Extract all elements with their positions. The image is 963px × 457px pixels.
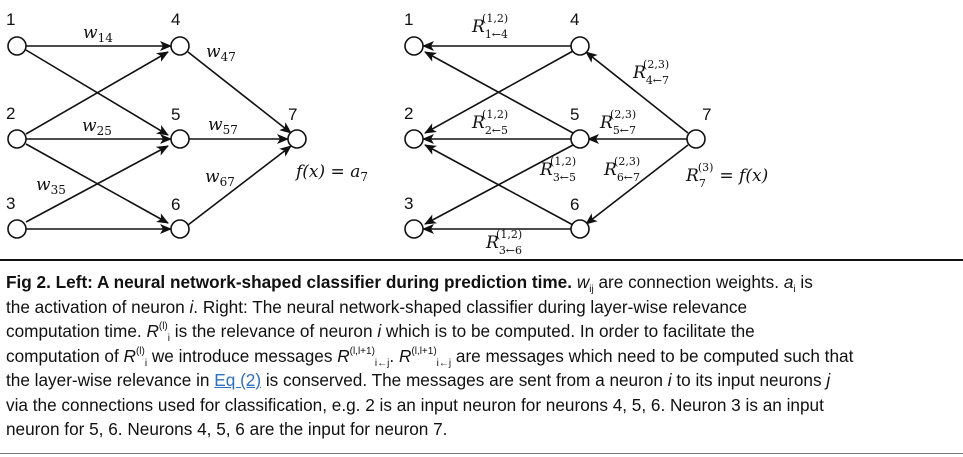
figure-svg: 1 2 3 4 5 6 7 w14 w25 w35 w47 w57 w67 f(… [6,10,768,255]
rnode-6 [570,219,590,239]
label-node-7: 7 [288,105,297,124]
rlabel-node-6: 6 [570,195,579,214]
node-3 [7,219,27,239]
left-node-labels: 1 2 3 4 5 6 7 [6,10,297,214]
rnode-2 [404,129,424,149]
right-network [404,36,706,239]
caption-line-7: neuron for 5, 6. Neurons 4, 5, 6 are the… [6,419,448,439]
msg-r-5-7: R5←7(2,3) [599,108,636,137]
msg-edge-7-4 [585,51,689,134]
msg-r-4-7: R4←7(2,3) [632,58,669,87]
node-2 [7,129,27,149]
rlabel-node-3: 3 [404,194,413,213]
rlabel-node-7: 7 [702,105,711,124]
rlabel-node-1: 1 [404,10,413,29]
msg-edge-4-2 [424,50,574,134]
msg-r-3-5: R3←5(1,2) [539,155,576,184]
node-1 [7,36,27,56]
label-node-6: 6 [171,195,180,214]
rlabel-node-5: 5 [570,105,579,124]
rnode-7 [686,129,706,149]
msg-r-6-7: R6←7(2,3) [603,155,640,184]
node-7 [287,129,307,149]
edge-2-4 [25,51,169,135]
figure: 1 2 3 4 5 6 7 w14 w25 w35 w47 w57 w67 f(… [6,10,768,255]
edge-6-7 [187,145,292,226]
msg-r-3-6: R3←6(1,2) [485,228,522,255]
weight-w67: w67 [205,167,235,189]
caption-line-6: via the connections used for classificat… [6,394,824,415]
caption-top-rule [0,259,963,261]
caption-line-1: Fig 2. Left: A neural network-shaped cla… [6,272,813,295]
caption-line-4: computation of R(l)i we introduce messag… [6,345,854,369]
rlabel-node-2: 2 [404,104,413,123]
left-network [7,36,307,239]
eq-2-link[interactable]: Eq (2) [214,370,262,390]
rnode-5 [570,129,590,149]
msg-r-2-5: R2←5(1,2) [471,108,508,137]
weight-w25: w25 [82,116,112,138]
label-node-4: 4 [171,10,180,29]
rnode-1 [404,36,424,56]
label-node-3: 3 [6,194,15,213]
rnode-4 [570,36,590,56]
left-weights: w14 w25 w35 w47 w57 w67 f(x) = a7 [36,23,368,197]
msg-r-1-4: R1←4(1,2) [471,12,508,41]
edge-3-5 [25,145,169,223]
caption-line-5: the layer-wise relevance in Eq (2) is co… [6,370,831,390]
node-6 [170,219,190,239]
caption-label: Fig 2. [6,272,51,292]
caption-line-2: the activation of neuron i. Right: The n… [6,296,748,317]
label-node-1: 1 [6,10,15,29]
relevance-output-label: R7(3)= f(x) [685,161,768,190]
right-messages: R1←4(1,2) R2←5(1,2) R3←5(1,2) R3←6(1,2) … [471,12,768,255]
edge-4-7 [187,51,292,134]
msg-edge-7-6 [585,144,689,225]
weight-w47: w47 [206,42,236,64]
right-node-labels: 1 2 3 4 5 6 7 [404,10,711,214]
caption-title: Left: A neural network-shaped classifier… [55,272,573,292]
caption-bottom-rule [0,453,963,454]
node-5 [170,129,190,149]
weight-w57: w57 [208,115,238,137]
node-4 [170,36,190,56]
output-label: f(x) = a7 [294,162,368,184]
weight-w14: w14 [83,23,113,45]
label-node-5: 5 [171,105,180,124]
caption-line-3: computation time. R(l)i is the relevance… [6,321,755,344]
rnode-3 [404,219,424,239]
w-symbol: w [576,272,590,292]
rlabel-node-4: 4 [570,10,579,29]
weight-w35: w35 [36,175,66,197]
label-node-2: 2 [6,104,15,123]
msg-edge-5-3 [424,144,574,225]
figure-caption: Fig 2. Left: A neural network-shaped cla… [6,270,956,442]
